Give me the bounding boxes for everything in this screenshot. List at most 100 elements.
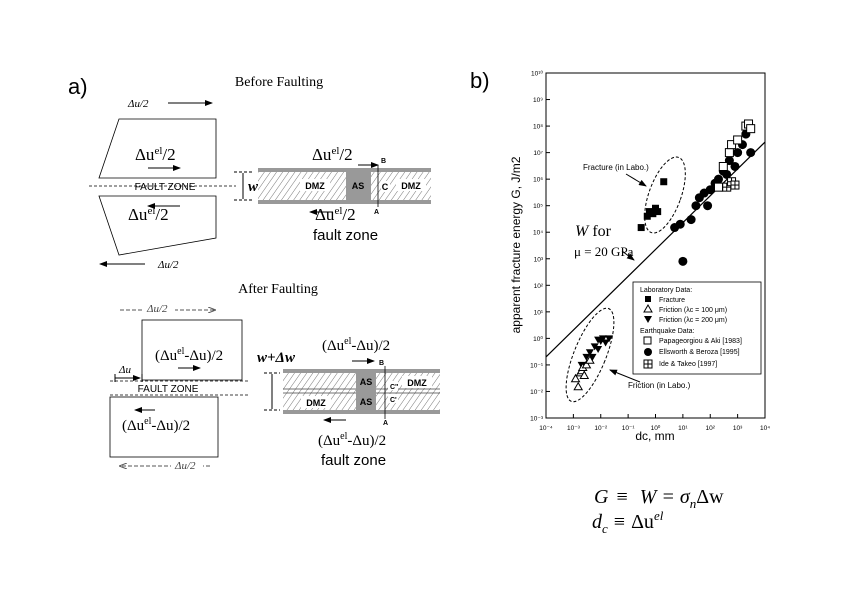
panel-a-label: a) xyxy=(68,74,88,99)
before-zone-top-boundary xyxy=(258,168,431,172)
friction-200-point xyxy=(582,353,591,361)
y-ticks: 10⁻³10⁻²10⁻¹10⁰10¹10²10³10⁴10⁵10⁶10⁷10⁸1… xyxy=(530,70,550,423)
before-width-label: w xyxy=(248,179,259,195)
after-c-upper-bg xyxy=(388,381,398,390)
after-c-lower-bg xyxy=(388,394,398,403)
friction-200-point xyxy=(594,345,603,353)
papageorgiou-point xyxy=(746,124,756,134)
after-c-upper: C" xyxy=(390,384,398,391)
legend-ellsworth: Ellsworth & Beroza [1995] xyxy=(659,349,740,356)
friction-200-point xyxy=(585,349,594,357)
legend-box xyxy=(632,281,762,375)
ellsworth-point xyxy=(675,219,685,229)
w-label-line1: W for xyxy=(575,223,612,240)
legend-papa-marker xyxy=(643,336,652,345)
friction-200-point xyxy=(604,335,613,343)
y-tick-label: 10⁴ xyxy=(533,230,543,237)
after-fault-zone-caption: fault zone xyxy=(321,452,386,469)
after-top-shift: Δu/2 xyxy=(146,303,168,315)
friction-annotation-arrow xyxy=(609,369,641,383)
y-tick-label: 10⁷ xyxy=(533,150,543,157)
friction-100-point xyxy=(579,370,590,379)
before-fault-zone-label: FAULT ZONE xyxy=(135,182,196,193)
y-tick-label: 10¹ xyxy=(534,309,544,316)
friction-100-point xyxy=(570,373,581,383)
ellsworth-point xyxy=(705,185,715,195)
friction-100-point xyxy=(573,381,584,391)
w-label-arrow xyxy=(621,250,635,261)
after-upper-label: (Δuel-Δu)/2 xyxy=(155,346,223,364)
papageorgiou-point xyxy=(718,161,728,171)
y-axis-label: apparent fracture energy G, J/m2 xyxy=(509,156,523,333)
after-as-upper: AS xyxy=(360,377,373,387)
papageorgiou-point xyxy=(733,135,743,145)
after-dmz-right-bg xyxy=(402,376,432,388)
x-tick-label: 10⁴ xyxy=(760,425,770,432)
y-tick-label: 10⁰ xyxy=(533,335,543,343)
after-zone-diagram: w+Δw (Δuel-Δu)/2 AS AS DMZ B A C" C' DMZ… xyxy=(257,336,440,469)
after-width-label: w+Δw xyxy=(257,350,296,366)
y-tick-label: 10⁶ xyxy=(533,177,543,184)
after-as-band xyxy=(356,373,376,410)
friction-200-point xyxy=(601,339,610,347)
before-lower-el: Δuel/2 xyxy=(128,205,169,224)
y-tick-label: 10⁵ xyxy=(533,203,543,210)
after-as-lower: AS xyxy=(360,397,373,407)
before-bottom-shift: Δu/2 xyxy=(157,259,179,271)
fracture-ellipse xyxy=(644,156,686,234)
before-as-band xyxy=(346,172,371,200)
x-tick-label: 10⁻⁴ xyxy=(539,425,553,432)
fracture-point xyxy=(649,210,657,218)
legend-ellsworth-marker xyxy=(644,348,652,356)
after-block-diagram: Δu/2 (Δuel-Δu)/2 Δu FAULT ZONE (Δuel-Δu)… xyxy=(109,302,250,472)
w-label-line2: μ = 20 GPa xyxy=(574,244,634,259)
before-lower-block xyxy=(98,195,217,256)
papageorgiou-point xyxy=(713,182,723,192)
before-title: Before Faulting xyxy=(235,75,323,90)
after-bottom-shift: Δu/2 xyxy=(174,460,196,472)
after-dmz-right: DMZ xyxy=(407,378,427,388)
before-zone-bottom: Δuel/2 xyxy=(315,205,356,224)
fracture-point xyxy=(660,178,668,186)
y-tick-label: 10¹⁰ xyxy=(531,70,543,78)
formula-g: G≡W = σnΔw xyxy=(594,486,724,511)
before-zone-bottom-boundary xyxy=(258,200,431,204)
before-zone-diagram: Δuel/2 w DMZ AS C DMZ B A Δuel/2 fault z… xyxy=(234,145,431,244)
papageorgiou-point xyxy=(724,148,734,158)
after-bottom-shift-bg xyxy=(171,459,203,471)
legend-friction-200: Friction (λc = 200 μm) xyxy=(659,317,727,324)
friction-200-point xyxy=(588,353,597,361)
before-as: AS xyxy=(352,181,365,191)
before-point-b: B xyxy=(381,158,386,165)
legend-fracture: Fracture xyxy=(659,297,685,304)
before-upper-el: Δuel/2 xyxy=(135,145,176,164)
after-c-lower: C' xyxy=(390,397,397,404)
before-zone-top: Δuel/2 xyxy=(312,145,353,164)
y-tick-label: 10² xyxy=(534,283,544,290)
ellsworth-point xyxy=(746,148,756,158)
y-tick-label: 10⁻¹ xyxy=(530,362,544,369)
x-tick-label: 10² xyxy=(706,425,716,432)
before-c: C xyxy=(382,182,389,192)
formulas: G≡W = σnΔw dc≡Δuel xyxy=(592,486,724,536)
before-block-diagram: Δu/2 Δuel/2 FAULT ZONE Δuel/2 Δu/2 xyxy=(89,98,236,271)
after-dmz-left: DMZ xyxy=(306,398,326,408)
friction-100-point xyxy=(584,355,595,364)
before-dmz-right-bg xyxy=(396,179,426,191)
after-lower-label: (Δuel-Δu)/2 xyxy=(122,416,190,434)
after-zone-bottom-boundary xyxy=(283,410,440,414)
before-c-bg xyxy=(381,181,390,192)
friction-ellipse xyxy=(565,307,615,403)
legend-friction-100: Friction (λc = 100 μm) xyxy=(659,307,727,314)
fracture-point xyxy=(654,208,662,216)
after-dmz-left-bg xyxy=(301,396,331,408)
formula-dc: dc≡Δuel xyxy=(592,508,664,536)
ellsworth-point xyxy=(691,201,701,211)
after-upper-block xyxy=(141,319,243,381)
after-zone-bottom: (Δuel-Δu)/2 xyxy=(318,431,386,449)
after-zone-top: (Δuel-Δu)/2 xyxy=(322,336,390,354)
x-tick-label: 10³ xyxy=(733,425,743,432)
before-dmz-left-bg xyxy=(300,179,330,191)
